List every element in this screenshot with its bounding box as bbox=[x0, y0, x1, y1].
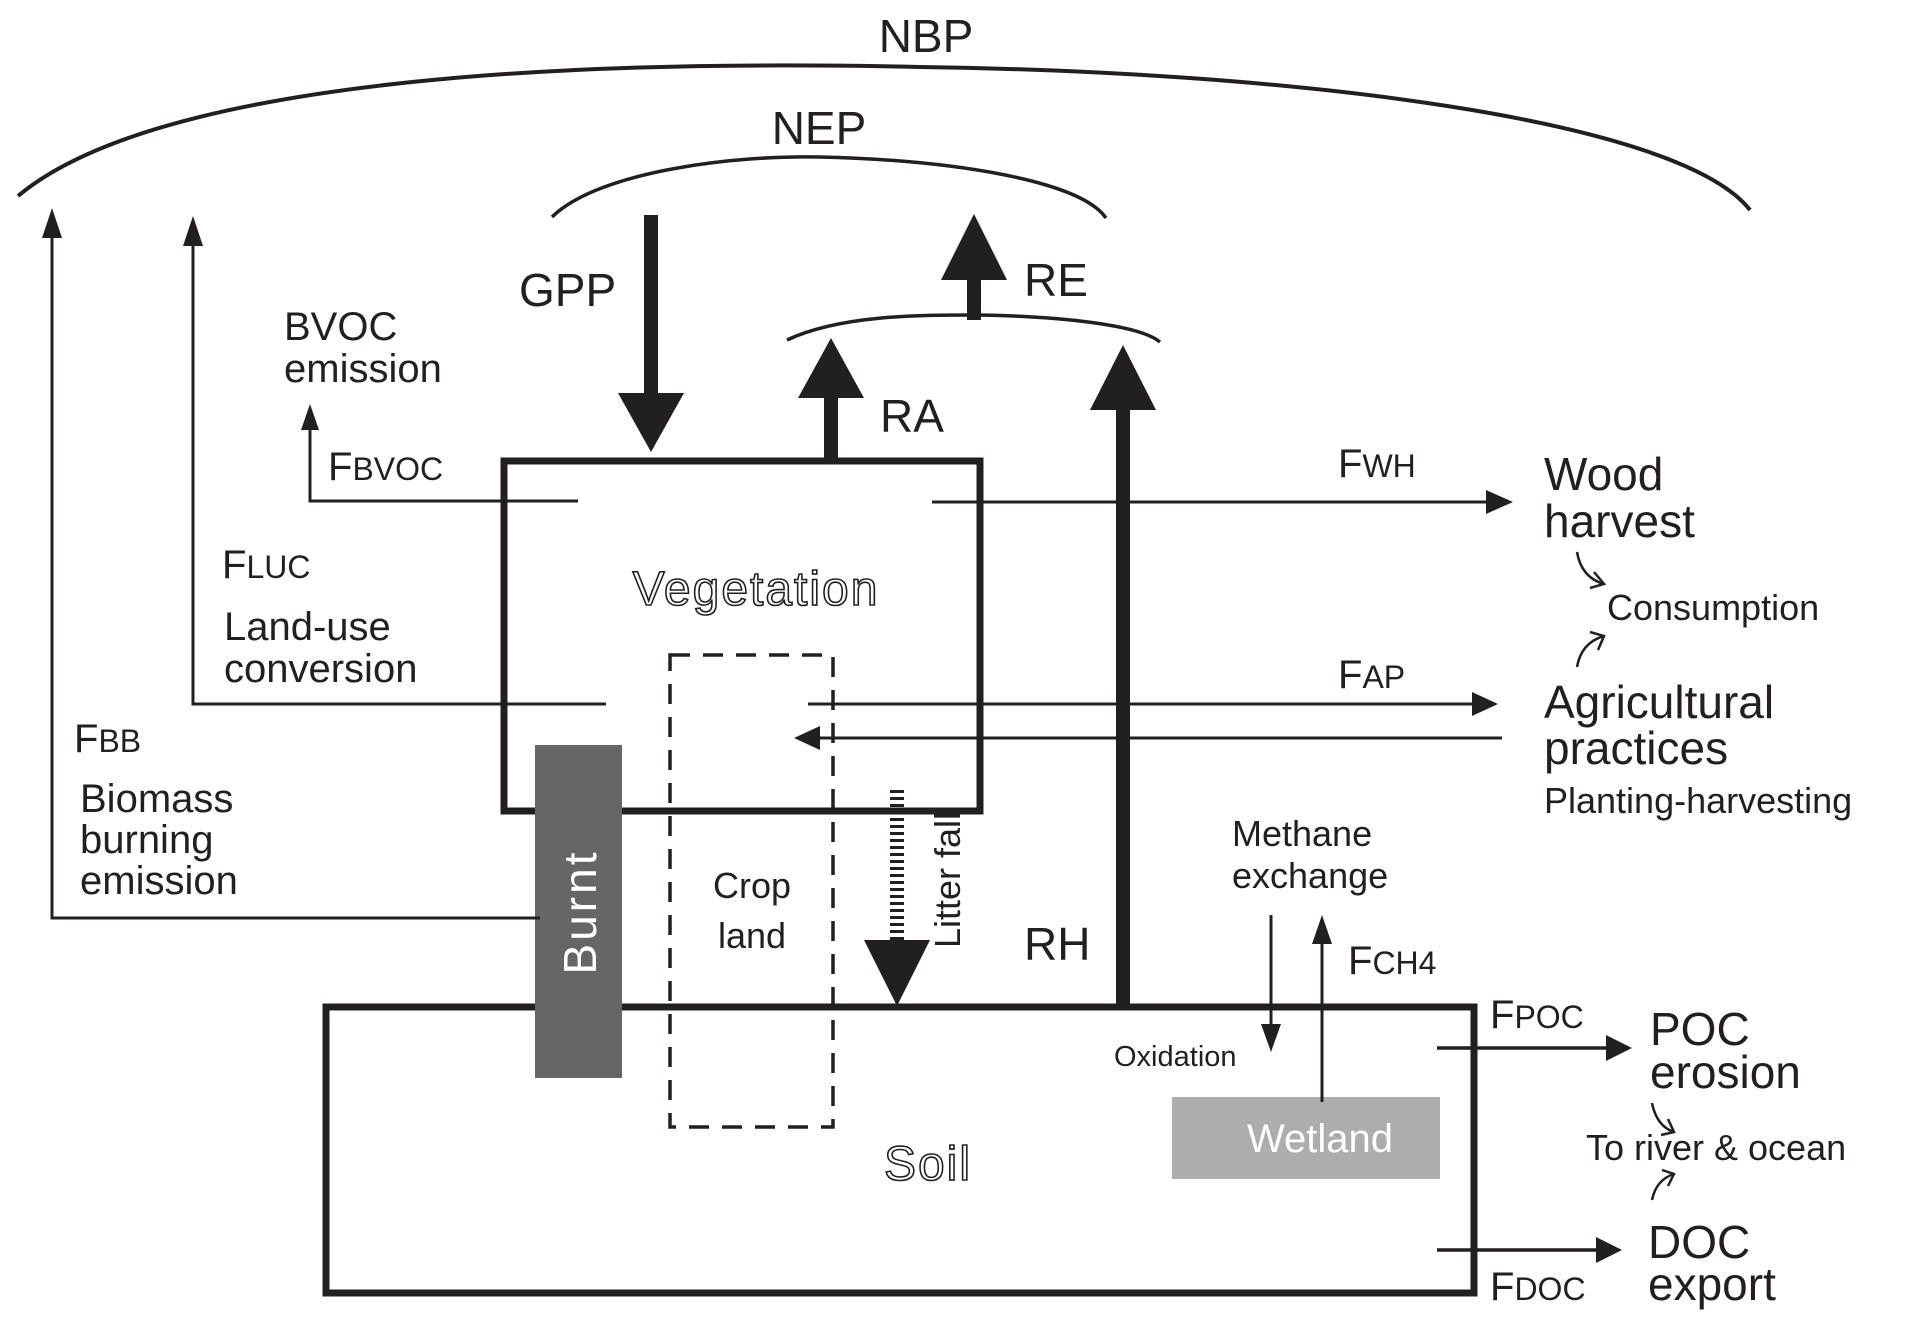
poc-erosion-line2: erosion bbox=[1650, 1046, 1801, 1098]
f-bb-arrow-line bbox=[50, 232, 540, 920]
f-doc-label: FDOC bbox=[1490, 1265, 1586, 1309]
f-poc-label: FPOC bbox=[1490, 993, 1584, 1037]
methane-exchange-line2: exchange bbox=[1232, 855, 1388, 896]
f-bb-arrowhead-icon bbox=[42, 208, 62, 238]
poc-to-river-curved-arrow-icon bbox=[1650, 1102, 1675, 1134]
biomass-burning-line2: burning bbox=[80, 818, 213, 862]
f-wh-arrowhead-icon bbox=[1486, 490, 1513, 514]
nbp-label: NBP bbox=[879, 10, 974, 62]
planting-return-arrowhead-icon bbox=[794, 726, 820, 750]
doc-to-river-arrowhead-icon bbox=[1661, 1168, 1676, 1187]
poc-erosion-line1: POC bbox=[1650, 1003, 1750, 1055]
nbp-arc bbox=[16, 63, 1752, 212]
agri-to-consumption-curved-arrow-icon bbox=[1575, 634, 1605, 668]
bvoc-emission-line1: BVOC bbox=[284, 305, 397, 349]
biomass-burning-line3: emission bbox=[80, 859, 238, 903]
burnt-label: Burnt bbox=[554, 850, 606, 975]
rh-arrow-shaft bbox=[1116, 405, 1130, 1010]
f-ch4-arrowhead-icon bbox=[1312, 915, 1332, 944]
f-doc-arrowhead-icon bbox=[1596, 1237, 1622, 1263]
gpp-label: GPP bbox=[519, 264, 616, 316]
doc-export-line1: DOC bbox=[1648, 1216, 1750, 1268]
vegetation-label: Vegetation bbox=[633, 563, 880, 616]
f-bvoc-arrow-line bbox=[308, 425, 578, 503]
f-ap-label: FAP bbox=[1338, 653, 1405, 697]
crop-land-region bbox=[668, 653, 835, 1129]
vegetation-pool bbox=[500, 457, 984, 815]
oxidation-arrowhead-icon bbox=[1261, 1024, 1281, 1052]
to-river-ocean-label: To river & ocean bbox=[1586, 1127, 1846, 1168]
ra-arrow-shaft bbox=[824, 395, 838, 463]
doc-export-line2: export bbox=[1648, 1258, 1776, 1310]
f-ch4-label: FCH4 bbox=[1348, 939, 1436, 983]
rh-arrowhead-icon bbox=[1090, 345, 1156, 410]
nep-arc bbox=[550, 155, 1108, 220]
f-wh-label: FWH bbox=[1338, 442, 1416, 486]
rh-label: RH bbox=[1024, 918, 1090, 970]
biomass-burning-line1: Biomass bbox=[80, 777, 233, 821]
wood-to-consumption-arrowhead-icon bbox=[1589, 571, 1607, 590]
ra-label: RA bbox=[880, 390, 944, 442]
f-ap-arrowhead-icon bbox=[1472, 692, 1498, 716]
f-luc-arrow-line bbox=[191, 240, 606, 706]
f-luc-label: FLUC bbox=[222, 543, 310, 587]
f-poc-arrowhead-icon bbox=[1606, 1035, 1632, 1061]
planting-harvesting-label: Planting-harvesting bbox=[1544, 780, 1852, 821]
f-bb-label: FBB bbox=[74, 717, 141, 761]
f-luc-arrowhead-icon bbox=[183, 216, 203, 246]
soil-label: Soil bbox=[884, 1138, 972, 1191]
wetland-pool bbox=[1172, 1097, 1440, 1179]
re-arrowhead-icon bbox=[941, 214, 1007, 280]
methane-exchange-line1: Methane bbox=[1232, 813, 1372, 854]
oxidation-label: Oxidation bbox=[1114, 1041, 1237, 1073]
litter-fall-arrowhead-icon bbox=[864, 940, 930, 1006]
wood-harvest-line2: harvest bbox=[1544, 495, 1695, 547]
agri-to-consumption-arrowhead-icon bbox=[1589, 630, 1606, 651]
bvoc-emission-line2: emission bbox=[284, 347, 442, 391]
f-bvoc-label: FBVOC bbox=[328, 445, 443, 489]
ra-arrowhead-icon bbox=[798, 338, 864, 398]
gpp-arrowhead-icon bbox=[618, 393, 684, 452]
wood-harvest-line1: Wood bbox=[1544, 448, 1663, 500]
f-bvoc-arrowhead-icon bbox=[301, 404, 319, 430]
agricultural-practices-line2: practices bbox=[1544, 722, 1728, 774]
wood-to-consumption-curved-arrow-icon bbox=[1575, 551, 1605, 586]
wetland-label: Wetland bbox=[1247, 1117, 1393, 1161]
doc-to-river-curved-arrow-icon bbox=[1650, 1172, 1675, 1201]
crop-land-label-line1: Crop bbox=[713, 865, 791, 906]
land-use-line1: Land-use bbox=[224, 605, 391, 649]
land-use-line2: conversion bbox=[224, 647, 417, 691]
gpp-arrow-shaft bbox=[644, 215, 658, 395]
litter-fall-label: Litter fall bbox=[927, 812, 968, 948]
crop-land-label-line2: land bbox=[718, 915, 786, 956]
consumption-label: Consumption bbox=[1607, 587, 1819, 628]
re-arrow-shaft bbox=[967, 275, 981, 320]
re-label: RE bbox=[1024, 254, 1088, 306]
nep-label: NEP bbox=[772, 102, 867, 154]
burnt-pool bbox=[535, 745, 622, 1078]
agricultural-practices-line1: Agricultural bbox=[1544, 676, 1774, 728]
soil-pool bbox=[322, 1003, 1478, 1297]
poc-to-river-arrowhead-icon bbox=[1660, 1118, 1676, 1137]
